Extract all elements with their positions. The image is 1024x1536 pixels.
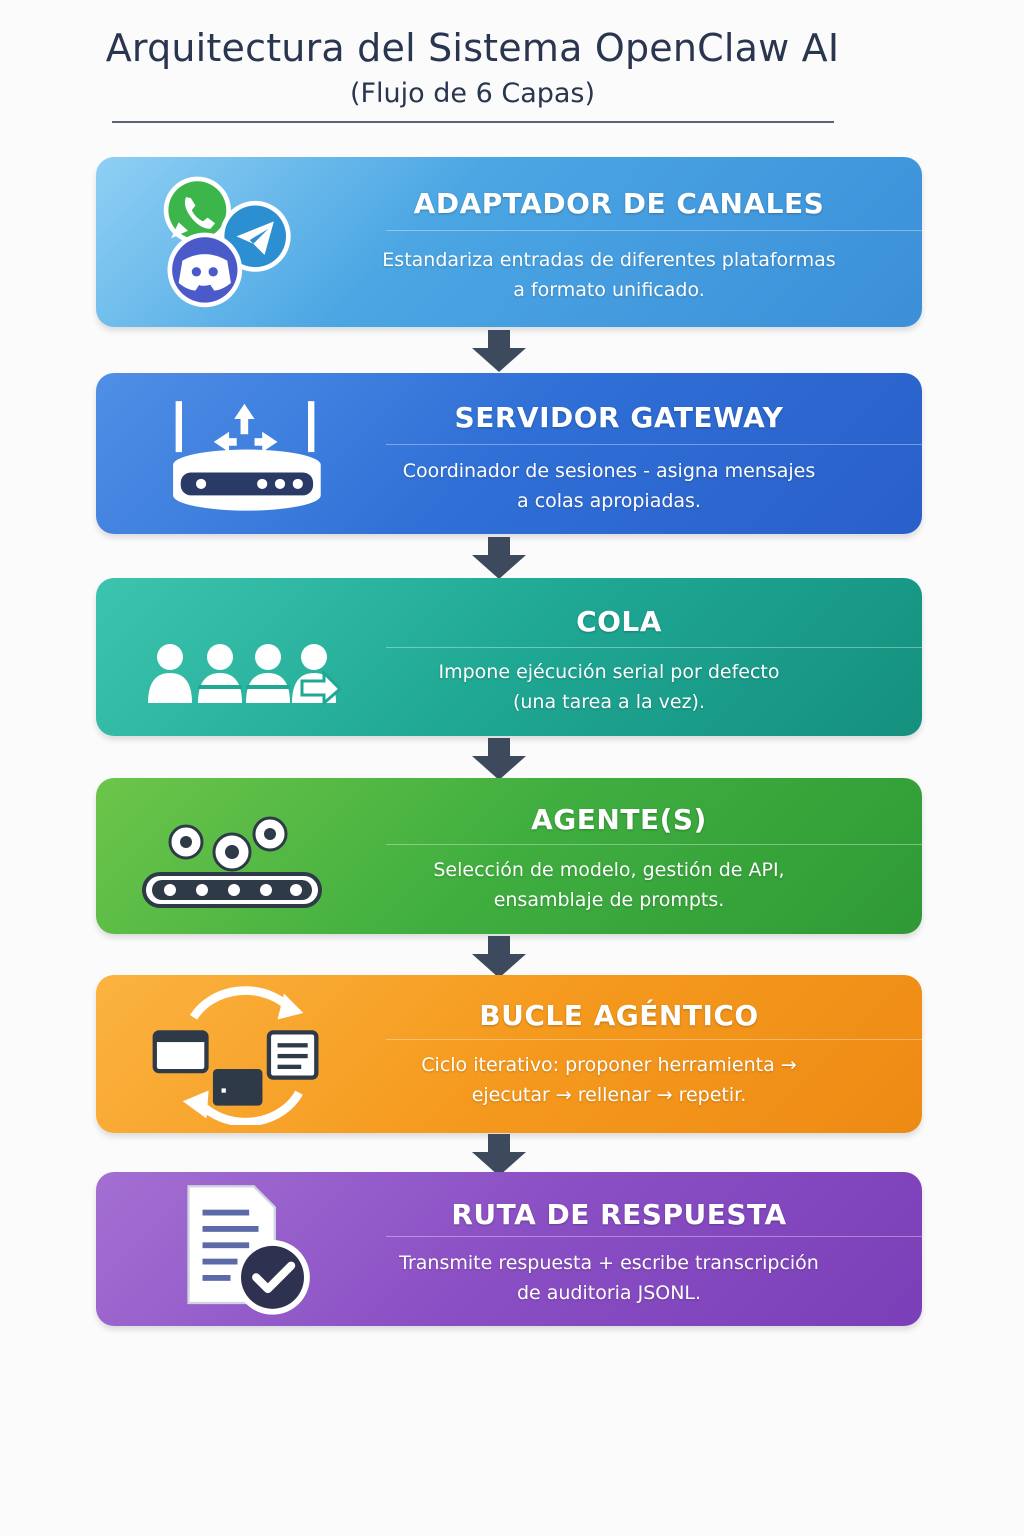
- document-check-icon: [187, 1185, 310, 1315]
- layer-title: RUTA DE RESPUESTA: [451, 1198, 787, 1231]
- layer-response-route: RUTA DE RESPUESTA Transmite respuesta + …: [96, 1172, 922, 1326]
- layer-description: Ciclo iterativo: proponer herramienta → …: [421, 1054, 797, 1106]
- chat-apps-icon: [163, 176, 291, 308]
- layer-agents: AGENTE(S) Selección de modelo, gestión d…: [96, 778, 922, 934]
- layer-description: Impone ejécución serial por defecto (una…: [438, 661, 780, 713]
- layer-queue: COLA Impone ejécución serial por defecto…: [96, 578, 922, 736]
- flow-arrow: [472, 1134, 526, 1176]
- title-divider: [112, 121, 834, 123]
- layer-title: ADAPTADOR DE CANALES: [413, 187, 825, 220]
- flow-arrow: [472, 738, 526, 780]
- gears-conveyor-icon: [142, 816, 322, 908]
- loop-windows-icon: [152, 986, 319, 1125]
- router-icon: [173, 401, 321, 511]
- layer-description: Estandariza entradas de diferentes plata…: [382, 249, 836, 301]
- layer-title: COLA: [576, 605, 662, 638]
- layer-agentic-loop: BUCLE AGÉNTICO Ciclo iterativo: proponer…: [96, 975, 922, 1133]
- layer-title: SERVIDOR GATEWAY: [454, 401, 784, 434]
- layer-description: Selección de modelo, gestión de API, ens…: [433, 859, 785, 911]
- flow-arrow: [472, 936, 526, 978]
- queue-people-icon: [148, 644, 343, 707]
- layer-description: Coordinador de sesiones - asigna mensaje…: [402, 460, 816, 512]
- layer-channel-adapter: ADAPTADOR DE CANALES Estandariza entrada…: [96, 157, 922, 327]
- diagram-title: Arquitectura del Sistema OpenClaw AI: [105, 26, 840, 70]
- flow-arrow: [472, 330, 526, 372]
- diagram-subtitle: (Flujo de 6 Capas): [349, 78, 596, 109]
- flow-arrow: [472, 537, 526, 579]
- layer-description: Transmite respuesta + escribe transcripc…: [399, 1252, 819, 1304]
- layer-gateway-server: SERVIDOR GATEWAY Coordinador de sesiones…: [96, 373, 922, 534]
- layer-title: BUCLE AGÉNTICO: [479, 999, 759, 1032]
- layer-title: AGENTE(S): [531, 803, 707, 836]
